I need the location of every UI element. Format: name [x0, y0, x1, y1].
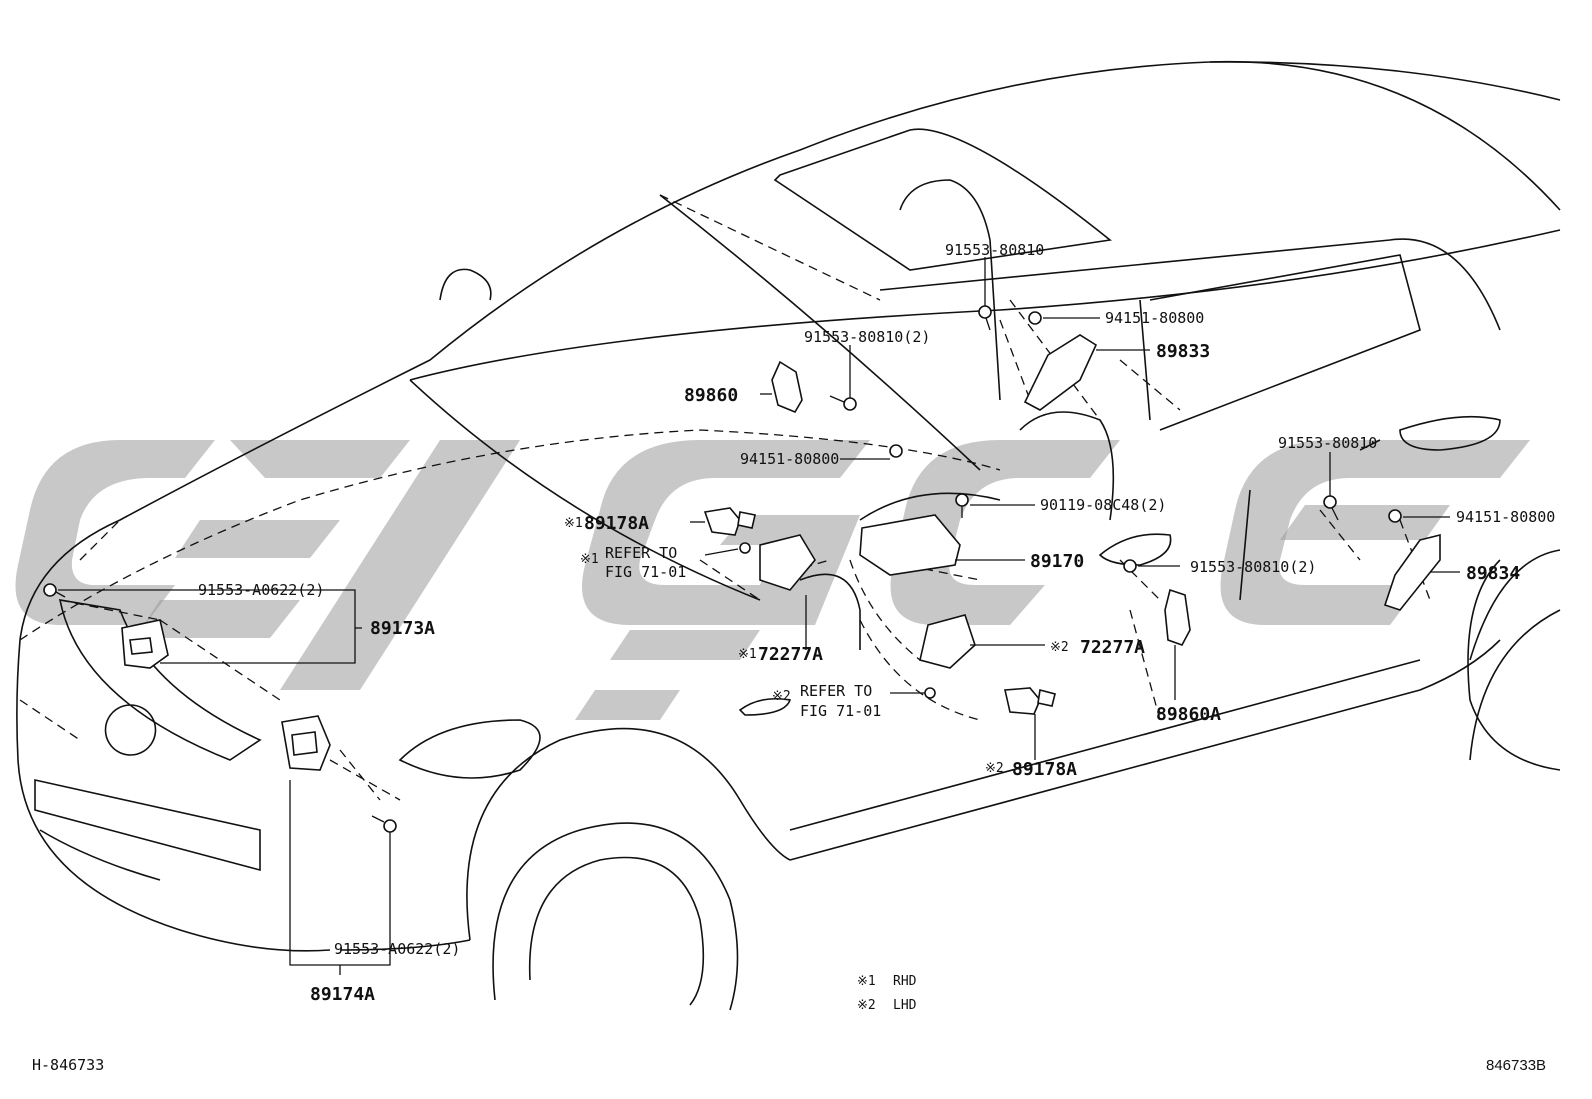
part-89860a-shape: [1164, 588, 1191, 646]
part-89833-shape: [1023, 334, 1098, 411]
mark-refer-2: ※2: [772, 689, 791, 704]
leader-lines: [58, 257, 1460, 975]
mark-72277a-2: ※2: [1050, 640, 1069, 655]
legend-text-2: LHD: [893, 998, 917, 1013]
label-89178a-2: 89178A: [1012, 759, 1077, 780]
label-91553-80810-top: 91553-80810: [945, 241, 1044, 259]
label-91553-80810-2-left: 91553-80810(2): [804, 328, 930, 346]
bolt-refer-2: [924, 687, 936, 699]
label-refer-2-line1: REFER TO: [800, 682, 872, 700]
label-refer-1-line2: FIG 71-01: [605, 563, 686, 581]
bolt-refer-1: [739, 542, 751, 554]
label-89860: 89860: [684, 385, 738, 406]
part-72277a-2-shape: [919, 614, 976, 669]
label-89834: 89834: [1466, 563, 1520, 584]
label-91553-a0622-2-bottom: 91553-A0622(2): [334, 940, 460, 958]
bolt-91553-80810-left: [829, 395, 857, 411]
label-91553-80810-right: 91553-80810: [1278, 434, 1377, 452]
watermark-logo: [15, 440, 1530, 720]
label-72277a-1: 72277A: [758, 644, 823, 665]
label-89170: 89170: [1030, 551, 1084, 572]
part-labels: 91553-80810 94151-80800 89833 91553-8081…: [198, 241, 1555, 1005]
car-outline: [16, 60, 1561, 1011]
diagram-id-left: H-846733: [32, 1056, 104, 1074]
bolt-91553-80810-right: [1323, 495, 1339, 521]
label-refer-1-line1: REFER TO: [605, 544, 677, 562]
label-94151-80800-right: 94151-80800: [1456, 508, 1555, 526]
label-89833: 89833: [1156, 341, 1210, 362]
legend-mark-2: ※2: [857, 998, 876, 1013]
label-94151-80800-mid: 94151-80800: [740, 450, 839, 468]
legend: ※1 RHD ※2 LHD: [857, 974, 917, 1013]
bolt-91553-a0622-top: [43, 583, 66, 598]
label-91553-a0622-2-top: 91553-A0622(2): [198, 581, 324, 599]
mark-refer-1: ※1: [580, 552, 599, 567]
label-72277a-2: 72277A: [1080, 637, 1145, 658]
bolt-90119: [955, 493, 969, 518]
label-89178a-1: 89178A: [584, 513, 649, 534]
label-91553-80810-2-right: 91553-80810(2): [1190, 558, 1316, 576]
part-89178a-2-shape: [1004, 687, 1056, 715]
diagram-id-right: 846733B: [1486, 1057, 1546, 1074]
bolt-91553-a0622-bottom: [371, 815, 397, 833]
bolt-91553-80810-right-2: [1123, 559, 1137, 573]
nut-94151-80800-mid: [889, 444, 903, 458]
mark-72277a-1: ※1: [738, 647, 757, 662]
mark-89178a-1: ※1: [564, 516, 583, 531]
label-94151-80800-top: 94151-80800: [1105, 309, 1204, 327]
nut-94151-80800-right: [1388, 509, 1402, 523]
bolt-91553-80810-top: [978, 305, 992, 331]
legend-mark-1: ※1: [857, 974, 876, 989]
label-refer-2-line2: FIG 71-01: [800, 702, 881, 720]
part-89834-shape: [1383, 533, 1441, 611]
label-89174a: 89174A: [310, 984, 375, 1005]
nut-94151-80800-top: [1028, 311, 1042, 325]
part-shapes: [43, 305, 1441, 833]
part-89170-shape: [859, 514, 961, 576]
part-89174a-shape: [281, 715, 331, 771]
part-89860-shape: [771, 360, 803, 414]
label-89860a: 89860A: [1156, 704, 1221, 725]
label-90119-08c48: 90119-08C48(2): [1040, 496, 1166, 514]
part-72277a-1-shape: [759, 534, 816, 591]
label-89173a: 89173A: [370, 618, 435, 639]
part-89173a-shape: [121, 619, 169, 669]
part-89178a-1-shape: [703, 507, 756, 536]
legend-text-1: RHD: [893, 974, 917, 989]
mark-89178a-2: ※2: [985, 761, 1004, 776]
